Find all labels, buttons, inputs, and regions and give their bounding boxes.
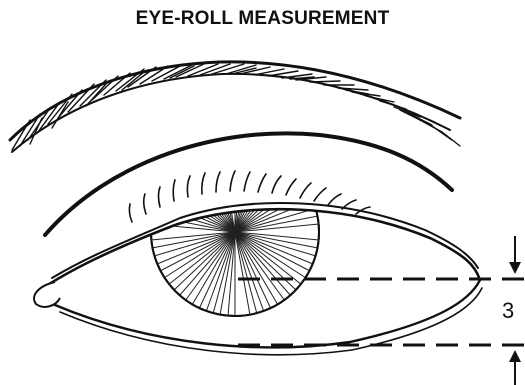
iris xyxy=(151,148,319,316)
caruncle xyxy=(34,282,60,307)
measurement-score: 3 xyxy=(502,298,514,324)
down-arrow-icon xyxy=(509,236,521,274)
up-arrow-icon xyxy=(509,350,521,385)
